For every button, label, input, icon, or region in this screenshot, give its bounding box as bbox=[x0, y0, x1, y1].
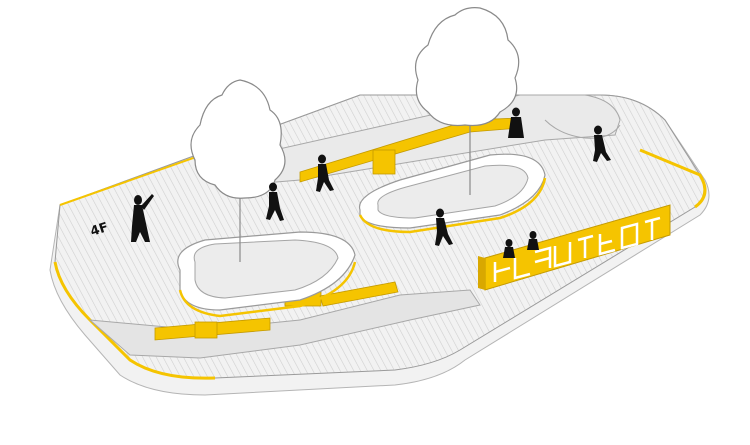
upper-bench-block bbox=[372, 149, 396, 175]
lower-bench-block-left bbox=[194, 321, 218, 339]
yellow-lattice-sign bbox=[478, 204, 671, 291]
upper-terrace-curve bbox=[544, 119, 621, 139]
figure-walking-1 bbox=[266, 182, 284, 221]
left-planter bbox=[177, 231, 357, 318]
right-planter bbox=[358, 153, 547, 234]
left-tree bbox=[190, 79, 286, 262]
figure-standing-upper bbox=[508, 107, 524, 138]
figure-sitting-2 bbox=[527, 231, 539, 250]
figure-walking-right bbox=[593, 125, 611, 162]
figure-walking-2 bbox=[316, 154, 334, 192]
yellow-edge-trim bbox=[53, 261, 216, 380]
figure-pointing bbox=[131, 194, 154, 242]
floor-label: 4F bbox=[89, 220, 111, 240]
lower-bench-strip-right bbox=[319, 281, 399, 307]
figure-sitting-1 bbox=[503, 239, 515, 258]
right-tree bbox=[415, 7, 520, 195]
yellow-edge-trim-right bbox=[639, 148, 707, 209]
figure-walking-3 bbox=[435, 208, 453, 246]
